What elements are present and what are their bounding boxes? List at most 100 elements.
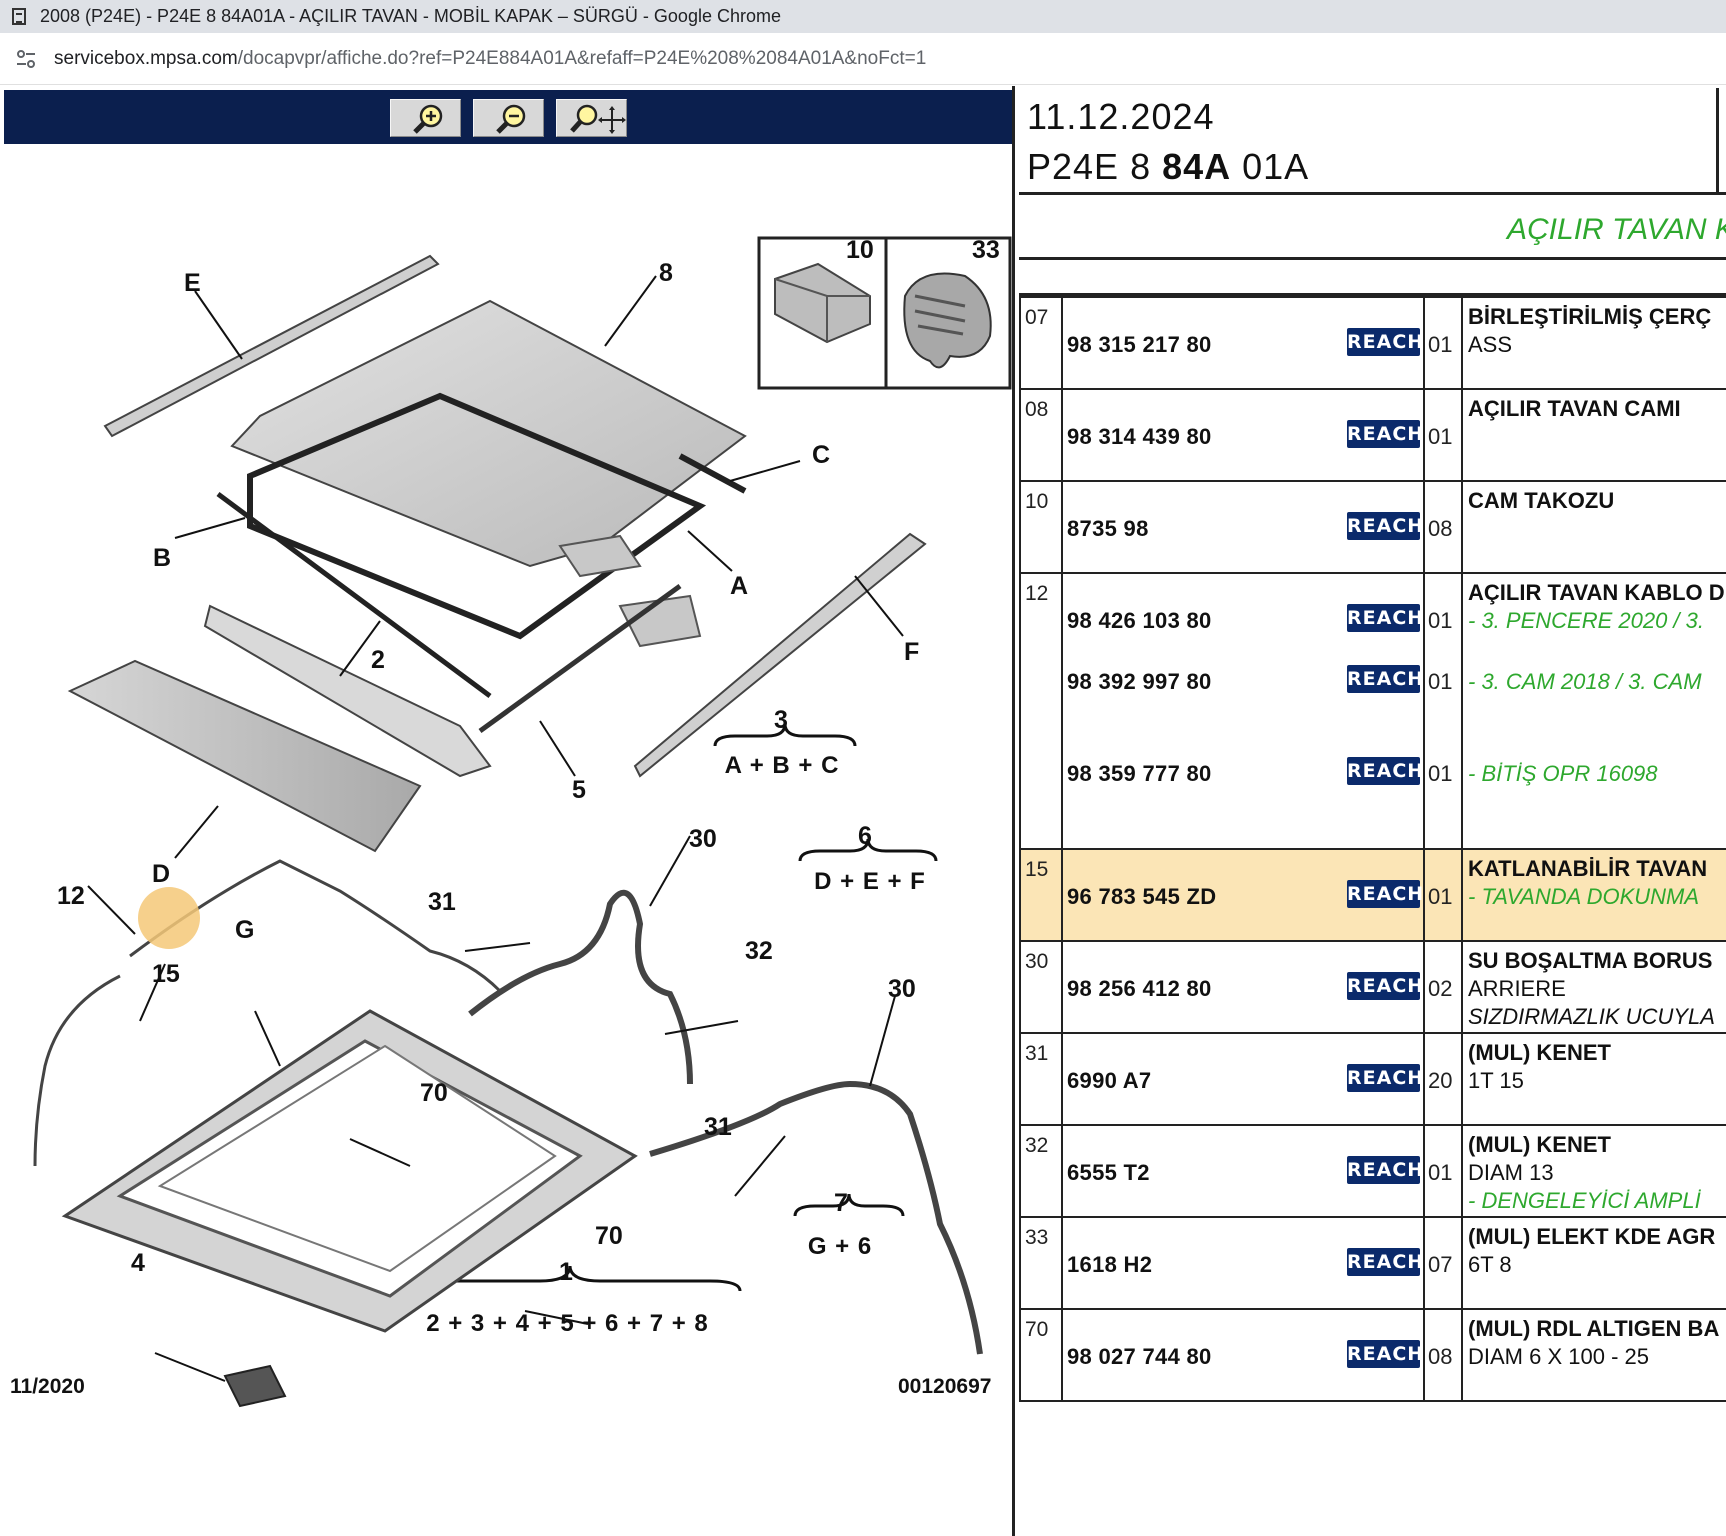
part-number-cell: 98 027 744 80 REACH <box>1061 1308 1425 1402</box>
callout-31b[interactable]: 31 <box>704 1113 732 1141</box>
callout-70a[interactable]: 70 <box>420 1079 448 1107</box>
callout-highlight <box>138 887 200 949</box>
part-number[interactable]: 98 426 103 80 <box>1067 608 1212 633</box>
part-description-line: 1T 15 <box>1468 1068 1524 1093</box>
callout-6[interactable]: 6 <box>858 822 872 850</box>
quantity: 01 <box>1428 608 1453 633</box>
diagram-toolbar <box>4 90 1012 144</box>
reach-badge[interactable]: REACH <box>1347 757 1423 785</box>
part-number[interactable]: 1618 H2 <box>1067 1252 1153 1277</box>
callout-30a[interactable]: 30 <box>689 825 717 853</box>
part-number[interactable]: 6555 T2 <box>1067 1160 1150 1185</box>
reach-badge[interactable]: REACH <box>1347 328 1423 356</box>
part-number[interactable]: 98 392 997 80 <box>1067 669 1212 694</box>
site-settings-icon[interactable] <box>14 47 38 71</box>
callout-B[interactable]: B <box>153 544 172 572</box>
callout-3[interactable]: 3 <box>774 706 788 734</box>
quantity: 01 <box>1428 1160 1453 1185</box>
reach-badge[interactable]: REACH <box>1347 1248 1423 1276</box>
callout-C[interactable]: C <box>812 441 831 469</box>
quantity-cell: 01 <box>1423 848 1463 942</box>
callout-15[interactable]: 15 <box>152 960 180 988</box>
part-number[interactable]: 8735 98 <box>1067 516 1149 541</box>
callout-1[interactable]: 1 <box>559 1258 573 1286</box>
callout-E[interactable]: E <box>184 269 201 297</box>
part-number[interactable]: 96 783 545 ZD <box>1067 884 1217 909</box>
address-bar[interactable]: servicebox.mpsa.com/docapvpr/affiche.do?… <box>0 33 1726 85</box>
window-title: 2008 (P24E) - P24E 8 84A01A - AÇILIR TAV… <box>40 6 781 26</box>
quantity: 01 <box>1428 884 1453 909</box>
quantity-cell: 08 <box>1423 480 1463 574</box>
callout-30b[interactable]: 30 <box>888 975 916 1003</box>
callout-8[interactable]: 8 <box>659 259 673 287</box>
part-description-line: ARRIERE <box>1468 976 1566 1001</box>
quantity-cell: 08 <box>1423 1308 1463 1402</box>
reach-badge[interactable]: REACH <box>1347 1156 1423 1184</box>
callout-2[interactable]: 2 <box>371 646 385 674</box>
callout-D[interactable]: D <box>152 860 171 888</box>
callout-31a[interactable]: 31 <box>428 888 456 916</box>
reach-badge[interactable]: REACH <box>1347 1064 1423 1092</box>
part-description-title: AÇILIR TAVAN KABLO D <box>1468 580 1725 605</box>
part-ref-number: 31 <box>1019 1032 1063 1126</box>
part-number[interactable]: 98 359 777 80 <box>1067 761 1212 786</box>
part-description-line: 6T 8 <box>1468 1252 1512 1277</box>
callout-12[interactable]: 12 <box>57 882 85 910</box>
callout-5[interactable]: 5 <box>572 776 586 804</box>
url-host[interactable]: servicebox.mpsa.com <box>54 47 238 69</box>
callout-F[interactable]: F <box>904 638 920 666</box>
quantity: 01 <box>1428 424 1453 449</box>
part-number-cell: 98 426 103 80 REACH 98 392 997 80 REACH 98 3… <box>1061 572 1425 850</box>
quantity: 01 <box>1428 761 1453 786</box>
zoom-in-button[interactable] <box>390 99 461 137</box>
callout-32[interactable]: 32 <box>745 937 773 965</box>
inset-callout-33: 33 <box>972 236 1000 264</box>
diagram-date: 11/2020 <box>10 1375 85 1398</box>
part-description-line: DIAM 13 <box>1468 1160 1554 1185</box>
table-column-header <box>1019 260 1726 296</box>
part-description-line: - TAVANDA DOKUNMA <box>1468 884 1700 909</box>
part-ref-number: 30 <box>1019 940 1063 1034</box>
url-path[interactable]: /docapvpr/affiche.do?ref=P24E884A01A&ref… <box>237 47 927 69</box>
reach-badge[interactable]: REACH <box>1347 604 1423 632</box>
part-number[interactable]: 6990 A7 <box>1067 1068 1152 1093</box>
part-number[interactable]: 98 314 439 80 <box>1067 424 1212 449</box>
part-ref-number: 08 <box>1019 388 1063 482</box>
pane-divider[interactable] <box>1012 86 1019 1536</box>
reach-badge[interactable]: REACH <box>1347 512 1423 540</box>
reach-badge[interactable]: REACH <box>1347 420 1423 448</box>
callout-4[interactable]: 4 <box>131 1249 145 1277</box>
part-number[interactable]: 98 315 217 80 <box>1067 332 1212 357</box>
part-description-title: KATLANABİLİR TAVAN <box>1468 856 1708 881</box>
callout-7[interactable]: 7 <box>834 1189 848 1217</box>
zoom-pan-button[interactable] <box>556 99 627 137</box>
reach-badge[interactable]: REACH <box>1347 880 1423 908</box>
reach-badge[interactable]: REACH <box>1347 972 1423 1000</box>
part-number[interactable]: 98 256 412 80 <box>1067 976 1212 1001</box>
callout-A[interactable]: A <box>730 572 749 600</box>
section-header: AÇILIR TAVAN K <box>1019 195 1726 257</box>
description-cell: AÇILIR TAVAN KABLO D- 3. PENCERE 2020 / … <box>1461 572 1726 850</box>
part-number[interactable]: 98 027 744 80 <box>1067 1344 1212 1369</box>
document-reference: P24E 8 84A 01A <box>1027 146 1310 187</box>
callout-70b[interactable]: 70 <box>595 1222 623 1250</box>
zoom-out-button[interactable] <box>473 99 544 137</box>
quantity: 07 <box>1428 1252 1453 1277</box>
reach-badge[interactable]: REACH <box>1347 665 1423 693</box>
callout-G[interactable]: G <box>235 916 255 944</box>
reach-badge[interactable]: REACH <box>1347 1340 1423 1368</box>
